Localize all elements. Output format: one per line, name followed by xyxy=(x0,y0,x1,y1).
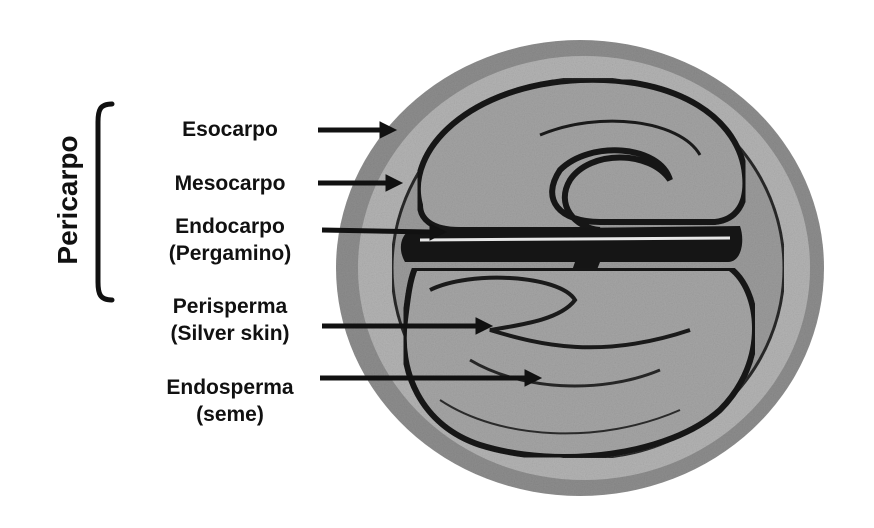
perisperma-text: Perisperma xyxy=(138,293,322,320)
esocarpo-label: Esocarpo xyxy=(150,116,310,143)
esocarpo-text: Esocarpo xyxy=(150,116,310,143)
silver-skin-text: (Silver skin) xyxy=(138,320,322,347)
endosperma-label: Endosperma (seme) xyxy=(140,374,320,428)
pericarpo-bracket xyxy=(98,104,112,300)
mesocarpo-text: Mesocarpo xyxy=(146,170,314,197)
seme-text: (seme) xyxy=(140,401,320,428)
endocarpo-text: Endocarpo xyxy=(140,213,320,240)
pericarpo-text: Pericarpo xyxy=(52,135,84,264)
perisperma-label: Perisperma (Silver skin) xyxy=(138,293,322,347)
endosperma-text: Endosperma xyxy=(140,374,320,401)
endocarpo-label: Endocarpo (Pergamino) xyxy=(140,213,320,267)
arrow-esocarpo xyxy=(318,122,396,138)
mesocarpo-label: Mesocarpo xyxy=(146,170,314,197)
pergamino-text: (Pergamino) xyxy=(140,240,320,267)
parchment-highlight xyxy=(420,238,730,240)
